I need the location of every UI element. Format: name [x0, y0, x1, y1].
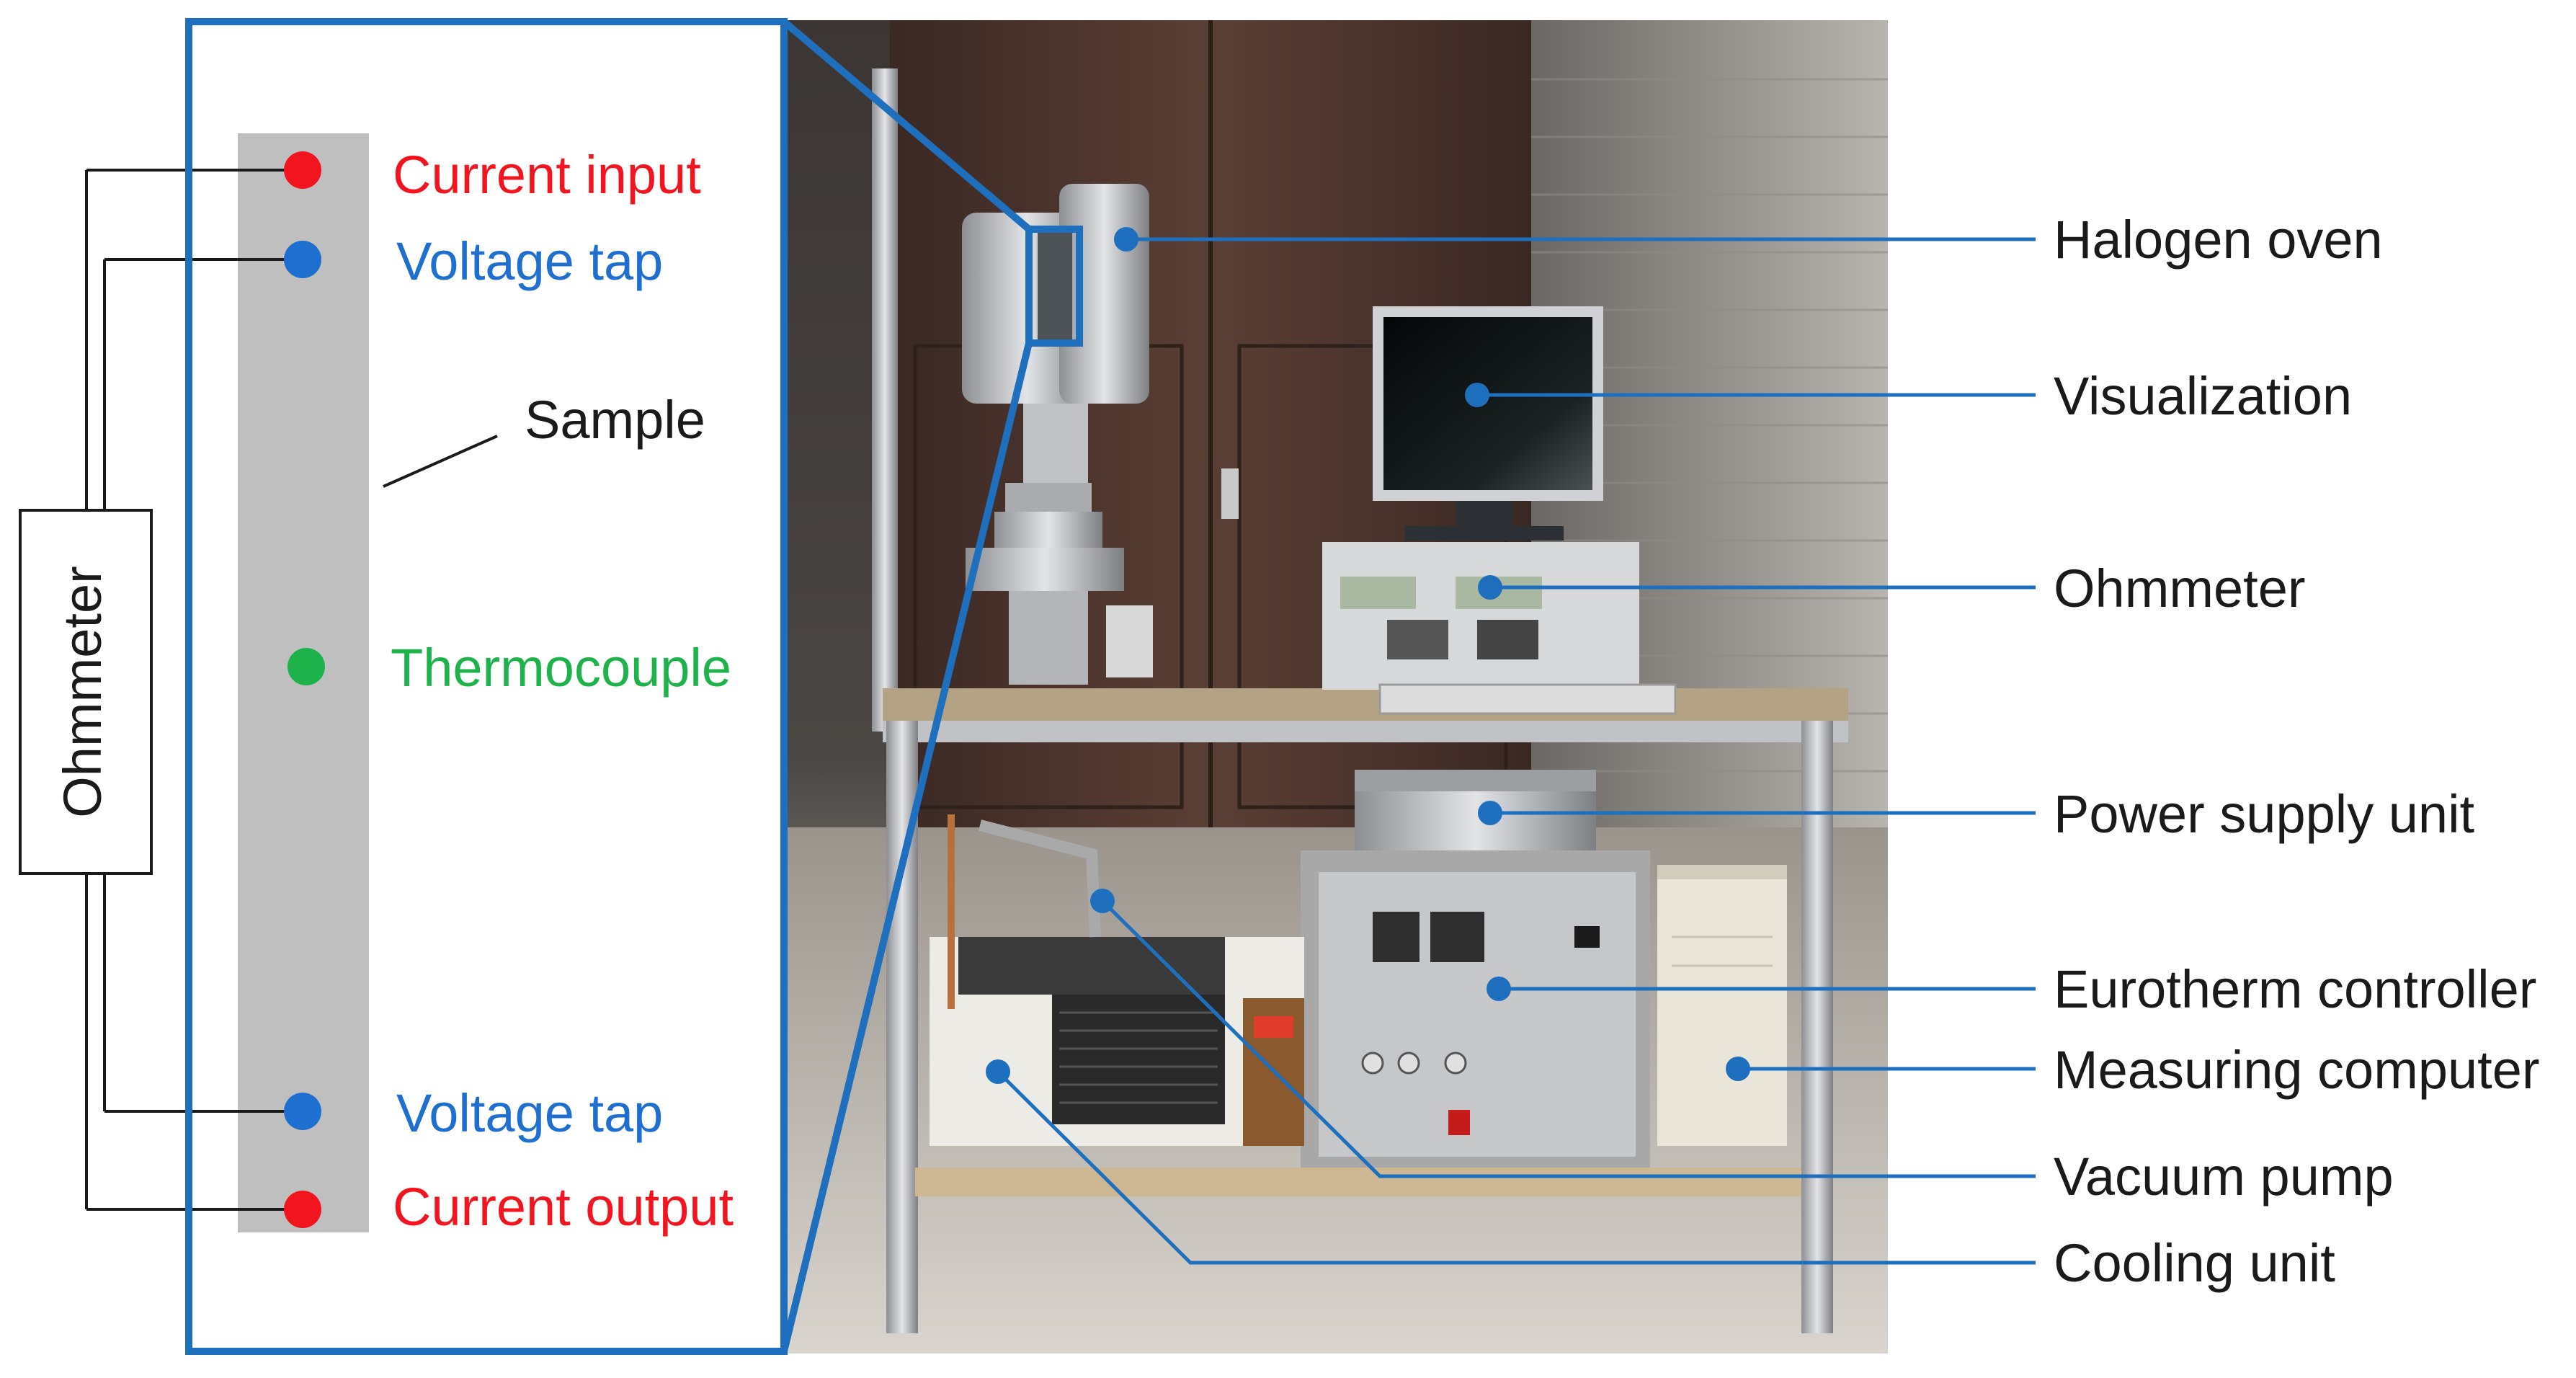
- label-visualization: Visualization: [2054, 366, 2352, 426]
- current-output-label: Current output: [393, 1177, 734, 1237]
- thermocouple-dot: [288, 648, 325, 685]
- photo-leaders: [997, 237, 2036, 1265]
- dot-cooling-unit: [986, 1059, 1010, 1084]
- ohmmeter-wiring: [85, 169, 303, 1211]
- photo-labels: Halogen oven Visualization Ohmmeter Powe…: [2054, 210, 2540, 1293]
- label-measuring-computer: Measuring computer: [2054, 1040, 2540, 1100]
- label-halogen-oven: Halogen oven: [2054, 210, 2383, 270]
- dot-vacuum-pump: [1090, 889, 1115, 913]
- voltage-tap-bottom-label: Voltage tap: [396, 1083, 663, 1143]
- leader-cooling-unit: [997, 1070, 2036, 1265]
- thermocouple-label: Thermocouple: [391, 638, 731, 698]
- label-eurotherm: Eurotherm controller: [2054, 959, 2536, 1019]
- voltage-tap-bottom-dot: [284, 1093, 321, 1130]
- current-output-dot: [284, 1191, 321, 1228]
- measuring-computer-device: [1657, 865, 1787, 1146]
- leader-vacuum-pump: [1101, 899, 2036, 1178]
- cooling-unit-device: [930, 937, 1304, 1146]
- support-pole: [872, 68, 898, 732]
- zoom-line-top: [781, 19, 1032, 232]
- label-power-supply: Power supply unit: [2054, 784, 2475, 844]
- dot-power-supply: [1478, 801, 1502, 825]
- dot-ohmmeter: [1478, 575, 1502, 600]
- ohmmeter-box: [19, 509, 153, 875]
- voltage-tap-top-dot: [284, 241, 321, 278]
- table-leg: [1801, 721, 1833, 1333]
- photo-leader-dots: [986, 227, 1750, 1084]
- ohmmeter-device: [1322, 542, 1677, 715]
- label-cooling-unit: Cooling unit: [2054, 1233, 2335, 1293]
- current-input-label: Current input: [393, 145, 701, 205]
- eurotherm-device: [1301, 850, 1650, 1168]
- vacuum-flange: [966, 483, 1153, 685]
- bottom-shelf: [915, 1168, 1801, 1196]
- ohmmeter-box-label: Ohmmeter: [53, 566, 112, 818]
- sample-pointer-line: [383, 435, 498, 488]
- table-top: [883, 688, 1848, 723]
- sample-label: Sample: [525, 390, 705, 450]
- schematic-frame: [185, 18, 788, 1355]
- dot-measuring-computer: [1726, 1057, 1750, 1081]
- dot-halogen-oven: [1114, 227, 1138, 252]
- current-input-dot: [284, 151, 321, 189]
- label-ohmmeter: Ohmmeter: [2054, 559, 2306, 618]
- label-vacuum-pump: Vacuum pump: [2054, 1147, 2394, 1206]
- voltage-tap-top-label: Voltage tap: [396, 231, 663, 291]
- sample-highlight-box: [1025, 226, 1083, 347]
- schematic-panel: Ohmmeter Current input Voltage tap Sampl…: [19, 133, 734, 1237]
- door-handle: [1221, 468, 1239, 519]
- dot-visualization: [1465, 383, 1489, 407]
- zoom-frame: [185, 18, 1083, 1355]
- zoom-line-bottom: [780, 342, 1033, 1353]
- dot-eurotherm: [1487, 977, 1511, 1001]
- equipment-photo: [785, 20, 1888, 1353]
- monitor-device: [1373, 306, 1603, 541]
